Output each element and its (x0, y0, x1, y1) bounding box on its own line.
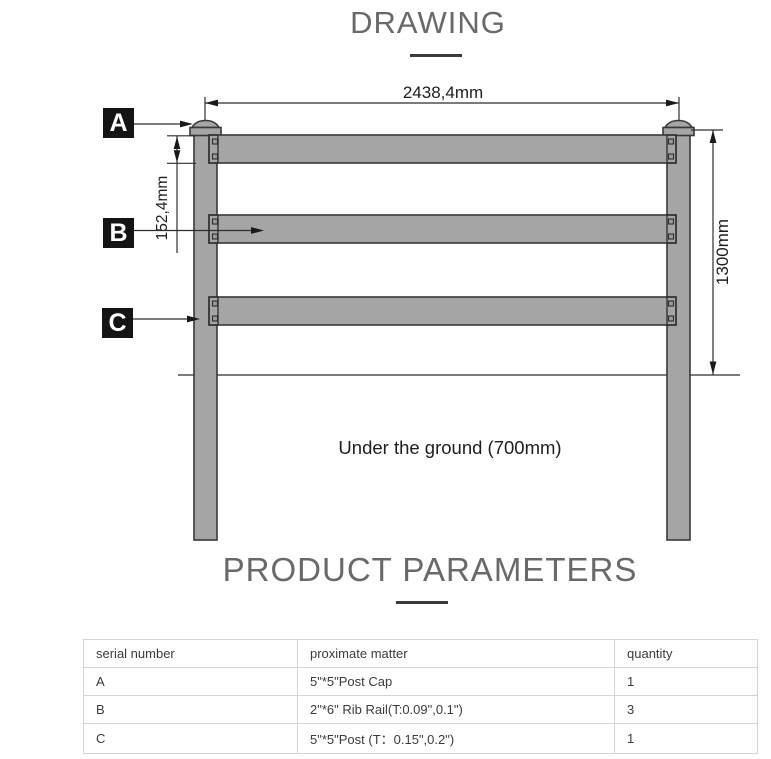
cell-quantity: 1 (614, 667, 758, 696)
cell-matter: 5"*5"Post (T：0.15",0.2") (297, 723, 615, 754)
cell-quantity: 3 (614, 695, 758, 724)
label-c: C (102, 308, 200, 338)
table-row: A 5"*5"Post Cap 1 (83, 667, 758, 696)
header-proximate-matter: proximate matter (297, 639, 615, 668)
rail-top-right-bracket (666, 134, 677, 164)
table-row: B 2"*6" Rib Rail(T:0.09",0.1") 3 (83, 695, 758, 724)
height-dimension: 1300mm (691, 129, 732, 375)
arrowhead-left (205, 99, 218, 107)
rail-height-dimension: 152,4mm (154, 135, 196, 253)
parameters-table: serial number proximate matter quantity … (83, 639, 758, 754)
right-post-cap (662, 119, 695, 137)
label-b-letter: B (109, 219, 127, 247)
rail-bottom-right-bracket (666, 296, 677, 326)
left-post-cap (189, 119, 222, 137)
arrowhead-up (173, 136, 181, 149)
rail-top-left-bracket (208, 134, 219, 164)
under-ground-label: Under the ground (700mm) (338, 437, 561, 458)
cell-serial: A (83, 667, 298, 696)
rail-bottom-left-bracket (208, 296, 219, 326)
fence-drawing: 2438,4mm 1300mm 152,4mm A B (102, 83, 740, 541)
section-underline (396, 601, 448, 604)
rail-middle-left-bracket (208, 214, 219, 244)
section-title: PRODUCT PARAMETERS (222, 551, 638, 588)
label-a: A (103, 108, 193, 138)
arrowhead-up (709, 130, 717, 143)
height-dimension-text: 1300mm (713, 219, 732, 285)
rail-height-dimension-text: 152,4mm (154, 176, 171, 241)
label-c-arrow (187, 315, 200, 323)
label-a-letter: A (109, 109, 127, 137)
table-row: C 5"*5"Post (T：0.15",0.2") 1 (83, 723, 758, 754)
header-serial-number: serial number (83, 639, 298, 668)
label-b: B (103, 218, 264, 248)
label-b-arrow (251, 227, 264, 234)
cell-matter: 5"*5"Post Cap (297, 667, 615, 696)
cell-serial: C (83, 723, 298, 754)
rail-bottom (208, 296, 677, 326)
header-quantity: quantity (614, 639, 758, 668)
arrowhead-down (709, 361, 717, 375)
cell-matter: 2"*6" Rib Rail(T:0.09",0.1") (297, 695, 615, 724)
label-a-arrow (180, 120, 193, 128)
cell-serial: B (83, 695, 298, 724)
rail-top (208, 134, 677, 164)
arrowhead-right (666, 99, 679, 107)
label-c-letter: C (108, 309, 126, 337)
page-title: DRAWING (350, 5, 506, 40)
width-dimension: 2438,4mm (204, 83, 680, 121)
cell-quantity: 1 (614, 723, 758, 754)
width-dimension-text: 2438,4mm (403, 83, 483, 102)
table-header-row: serial number proximate matter quantity (83, 639, 758, 668)
rail-middle-right-bracket (666, 214, 677, 244)
title-underline (410, 54, 462, 57)
arrowhead-down (173, 150, 181, 163)
right-post (666, 132, 691, 541)
rail-middle (208, 214, 677, 244)
left-post (193, 132, 218, 541)
